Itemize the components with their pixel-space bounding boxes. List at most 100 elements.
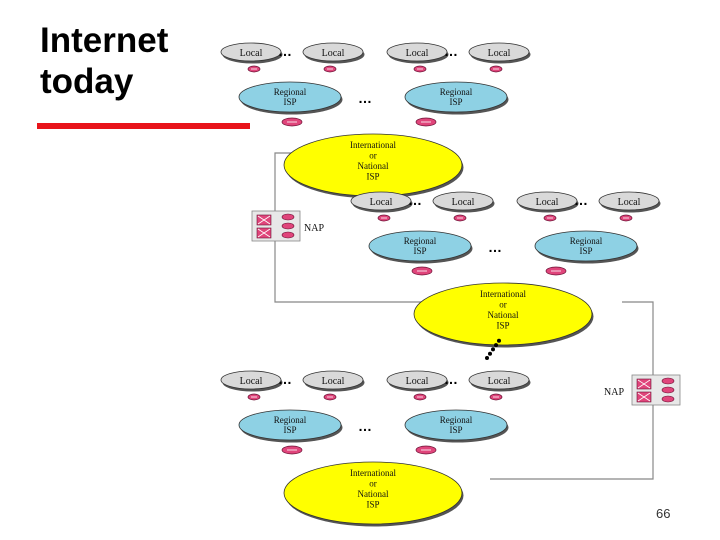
- router-icon: [413, 65, 427, 73]
- tree-bottom-national-label: or: [369, 479, 377, 489]
- tree-top-local-ellipsis-0: …: [278, 43, 292, 59]
- tree-top-regional-label: ISP: [283, 97, 296, 107]
- router-icon: [619, 214, 633, 222]
- tree-middle-national-label: or: [499, 300, 507, 310]
- tree-bottom-national-label: National: [358, 489, 389, 499]
- continuation-dot: [485, 356, 489, 360]
- tree-top-national-label: or: [369, 151, 377, 161]
- tree-bottom-national: [283, 461, 463, 525]
- tree-bottom-national-label: International: [350, 468, 396, 478]
- tree-bottom-regional-label: ISP: [283, 425, 296, 435]
- tree-bottom-regional-0: [238, 409, 342, 441]
- tree-top-local-label: Local: [488, 48, 511, 59]
- router-icon: [323, 65, 337, 73]
- tree-middle-national-label: National: [488, 310, 519, 320]
- tree-bottom-national-label: ISP: [366, 500, 379, 510]
- router-icon: [415, 117, 437, 127]
- tree-middle-local-label: Local: [370, 197, 393, 208]
- tree-top-regional-label: ISP: [449, 97, 462, 107]
- tree-bottom-local-label: Local: [240, 376, 263, 387]
- router-icon: [415, 445, 437, 455]
- nap-upper: [251, 210, 301, 242]
- nap-port-x: [257, 228, 271, 238]
- tree-bottom-regional-label: Regional: [440, 415, 473, 425]
- tree-top-regional-ellipsis: …: [358, 90, 372, 106]
- nap-router: [281, 213, 295, 221]
- nap-router: [281, 231, 295, 239]
- nap-label: NAP: [604, 387, 624, 398]
- tree-middle-local-label: Local: [618, 197, 641, 208]
- tree-middle-regional-label: Regional: [404, 236, 437, 246]
- nap-router: [661, 377, 675, 385]
- tree-bottom-local-1-0: [386, 370, 448, 390]
- tree-middle-regional-0: [368, 230, 472, 262]
- tree-middle-local-ellipsis-1: …: [574, 192, 588, 208]
- tree-top-local-label: Local: [322, 48, 345, 59]
- tree-middle-local-0-0: [350, 191, 412, 211]
- nap-router: [661, 395, 675, 403]
- router-icon: [411, 266, 433, 276]
- tree-bottom-regional-ellipsis: …: [358, 418, 372, 434]
- tree-bottom-local-ellipsis-1: …: [444, 371, 458, 387]
- tree-top-local-ellipsis-1: …: [444, 43, 458, 59]
- continuation-dot: [488, 351, 492, 356]
- tree-top-local-label: Local: [240, 48, 263, 59]
- router-icon: [247, 65, 261, 73]
- tree-bottom-local-0-1: [302, 370, 364, 390]
- slide-title: Internet today: [40, 21, 169, 101]
- tree-top-regional-0: [238, 81, 342, 113]
- tree-bottom-local-1-1: [468, 370, 530, 390]
- nap-router: [661, 386, 675, 394]
- tree-bottom-regional-label: Regional: [274, 415, 307, 425]
- router-icon: [281, 445, 303, 455]
- tree-middle-national: [413, 282, 593, 346]
- tree-middle-regional-ellipsis: …: [488, 239, 502, 255]
- tree-middle-national-label: International: [480, 289, 526, 299]
- tree-middle-local-ellipsis-0: …: [408, 192, 422, 208]
- tree-middle-regional-1: [534, 230, 638, 262]
- tree-middle-regional-label: ISP: [413, 246, 426, 256]
- router-icon: [323, 393, 337, 401]
- tree-bottom-local-ellipsis-0: …: [278, 371, 292, 387]
- title-underline: [37, 123, 250, 129]
- router-icon: [247, 393, 261, 401]
- tree-bottom-local-label: Local: [406, 376, 429, 387]
- tree-top-local-0-1: [302, 42, 364, 62]
- router-icon: [453, 214, 467, 222]
- router-icon: [281, 117, 303, 127]
- router-icon: [545, 266, 567, 276]
- page-number: 66: [656, 506, 671, 521]
- tree-bottom-local-label: Local: [322, 376, 345, 387]
- router-icon: [413, 393, 427, 401]
- nap-lower: [631, 374, 681, 406]
- tree-top-local-label: Local: [406, 48, 429, 59]
- router-icon: [377, 214, 391, 222]
- continuation-dot: [497, 338, 501, 343]
- tree-top-local-1-0: [386, 42, 448, 62]
- router-icon: [543, 214, 557, 222]
- tree-top-national-label: International: [350, 140, 396, 150]
- router-icon: [489, 393, 503, 401]
- tree-middle-regional-label: ISP: [579, 246, 592, 256]
- nap-label: NAP: [304, 223, 324, 234]
- tree-middle-local-label: Local: [452, 197, 475, 208]
- nap-port-x: [637, 392, 651, 402]
- tree-bottom-regional-label: ISP: [449, 425, 462, 435]
- tree-top-regional-1: [404, 81, 508, 113]
- tree-middle-regional-label: Regional: [570, 236, 603, 246]
- tree-middle-local-0-1: [432, 191, 494, 211]
- tree-top-local-1-1: [468, 42, 530, 62]
- tree-middle-local-1-0: [516, 191, 578, 211]
- tree-top-national-label: ISP: [366, 172, 379, 182]
- nap-port-x: [637, 379, 651, 389]
- tree-top-national-label: National: [358, 161, 389, 171]
- tree-bottom-local-label: Local: [488, 376, 511, 387]
- tree-bottom-local-0-0: [220, 370, 282, 390]
- continuation-dot: [494, 343, 498, 348]
- tree-top-local-0-0: [220, 42, 282, 62]
- continuation-dot: [491, 347, 495, 352]
- nap-port-x: [257, 215, 271, 225]
- tree-top-regional-label: Regional: [274, 87, 307, 97]
- tree-top-regional-label: Regional: [440, 87, 473, 97]
